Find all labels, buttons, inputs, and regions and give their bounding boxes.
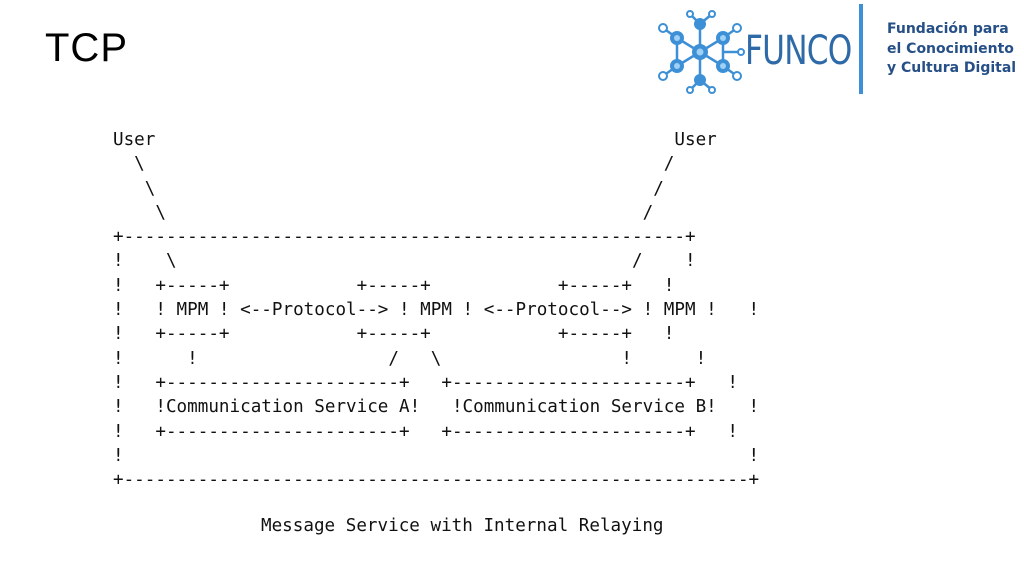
logo-divider [859, 4, 863, 94]
slide-title: TCP [45, 26, 128, 70]
logo-tagline-line: y Cultura Digital [887, 60, 1017, 76]
diagram-caption: Message Service with Internal Relaying [261, 516, 664, 536]
diagram-line: +---------------------------------------… [113, 470, 760, 491]
diagram-line: ! +----------------------+ +------------… [113, 421, 738, 442]
diagram-line: \ / [113, 202, 654, 223]
diagram-line: User User [113, 130, 717, 150]
diagram-line: ! ! / \ ! ! [113, 348, 707, 369]
diagram-line: ! ! [113, 445, 760, 466]
molecule-network-icon [658, 10, 745, 94]
diagram-line: ! !Communication Service A! !Communicati… [113, 397, 760, 418]
logo-tagline-line: el Conocimiento [887, 40, 1014, 57]
ascii-diagram: User User \ / \ / \ [113, 128, 759, 492]
diagram-line: ! +----------------------+ +------------… [113, 372, 738, 393]
diagram-line: ! ! MPM ! <--Protocol--> ! MPM ! <--Prot… [113, 300, 760, 321]
logo-tagline: Fundación para el Conocimiento y Cultura… [887, 20, 1024, 79]
diagram-line: \ / [113, 154, 675, 175]
logo-wordmark: FUNCO [745, 28, 852, 74]
diagram-line: ! +-----+ +-----+ +-----+ ! [113, 324, 675, 345]
funco-logo: FUNCO Fundación para el Conocimiento y C… [655, 2, 1024, 98]
logo-tagline-line: Fundación para [887, 21, 1009, 37]
diagram-line: ! +-----+ +-----+ +-----+ ! [113, 275, 675, 296]
diagram-line: \ / [113, 178, 664, 199]
diagram-line: +---------------------------------------… [113, 227, 696, 248]
diagram-line: ! \ / ! [113, 251, 696, 272]
